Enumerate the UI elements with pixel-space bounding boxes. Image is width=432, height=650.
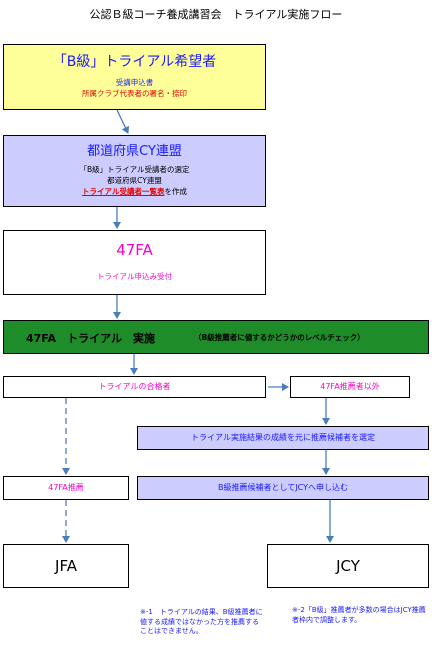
other-box: 47FA推薦者以外 [290,376,410,398]
federation-list-suffix: を作成 [164,187,187,196]
federation-list-text: トライアル受講者一覧表 [82,187,165,196]
jfa-box: JFA [3,544,129,588]
select-label: トライアル実施結果の成績を元に推薦候補者を選定 [191,433,375,442]
applicant-line2: 所属クラブ代表者の署名・捺印 [82,89,187,98]
apply-box: B級推薦候補者としてJCYへ申し込む [137,476,429,500]
fa-heading: 47FA [116,241,153,259]
fa-box: 47FA トライアル申込み受付 [3,230,266,295]
jcy-label: JCY [336,557,360,575]
trial-sub: （B級推薦者に値するかどうかのレベルチェック） [194,333,365,342]
passed-box: トライアルの合格者 [3,376,266,398]
arrow-applicant-to-federation [116,109,130,134]
page-title: 公認Ｂ級コーチ養成講習会 トライアル実施フロー [89,8,343,21]
recommend-label: 47FA推薦 [48,483,84,492]
fa-line1: トライアル申込み受付 [97,272,172,281]
federation-box: 都道府県CY連盟 「B級」トライアル受講者の選定 都道府県CY連盟 トライアル受… [3,135,266,207]
note-1: ※-1 トライアルの結果、B級推薦者に値する成績ではなかった方を推薦することはで… [140,608,263,635]
federation-line3: トライアル受講者一覧表を作成 [4,186,265,197]
passed-label: トライアルの合格者 [98,382,171,391]
applicant-box: 「B級」トライアル希望者 受講申込書 所属クラブ代表者の署名・捺印 [3,44,266,110]
federation-line1: 「B級」トライアル受講者の選定 [79,165,190,174]
apply-label: B級推薦候補者としてJCYへ申し込む [218,483,348,492]
jcy-box: JCY [267,544,429,588]
note-2: ※-2「B級」推薦者が多数の場合はJCY推薦者枠内で調整します。 [292,606,426,624]
applicant-heading: 「B級」トライアル希望者 [52,54,217,70]
federation-heading: 都道府県CY連盟 [87,144,182,159]
applicant-line1: 受講申込書 [115,78,154,87]
federation-line2: 都道府県CY連盟 [107,176,162,185]
trial-bar: 47FA トライアル 実施 （B級推薦者に値するかどうかのレベルチェック） [3,320,429,354]
jfa-label: JFA [55,557,77,575]
trial-main: 47FA トライアル 実施 [26,332,155,345]
recommend-box: 47FA推薦 [3,476,129,500]
select-box: トライアル実施結果の成績を元に推薦候補者を選定 [137,426,429,450]
other-label: 47FA推薦者以外 [320,382,380,391]
